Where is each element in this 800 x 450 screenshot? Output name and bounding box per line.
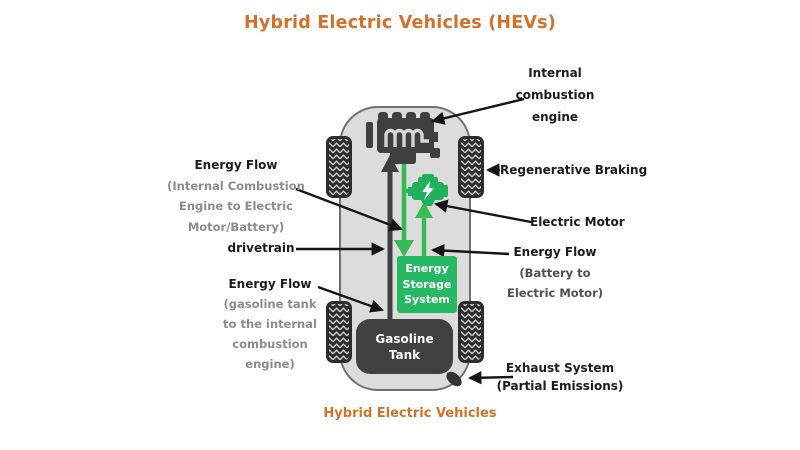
pointer-flow-battery bbox=[430, 243, 510, 258]
pointer-engine bbox=[431, 97, 525, 125]
ess-line: System bbox=[404, 293, 450, 307]
label-regenerative-braking: Regenerative Braking bbox=[500, 163, 648, 177]
tire-front-right-icon bbox=[458, 136, 484, 198]
label-energy-flow-gasoline: Energy Flow (gasoline tank to the intern… bbox=[223, 277, 317, 371]
tank-line: Gasoline bbox=[375, 331, 434, 346]
ess-line: Storage bbox=[402, 277, 452, 291]
label-exhaust-system: Exhaust System (Partial Emissions) bbox=[496, 361, 624, 393]
tire-rear-right-icon bbox=[458, 301, 484, 363]
label-electric-motor: Electric Motor bbox=[530, 215, 625, 229]
electric-motor-icon bbox=[408, 174, 448, 206]
label-internal-combustion-engine: Internal combustion engine bbox=[515, 66, 595, 124]
tire-front-left-icon bbox=[326, 136, 352, 198]
exhaust-pipe-icon bbox=[446, 371, 462, 387]
engine-icon bbox=[366, 112, 440, 164]
pointer-exhaust bbox=[467, 371, 514, 385]
lightning-bolt-icon bbox=[422, 181, 434, 200]
energy-storage-system-box: Energy Storage System bbox=[397, 256, 457, 313]
gasoline-tank-box: Gasoline Tank bbox=[356, 319, 453, 374]
pointer-electric-motor bbox=[434, 199, 532, 224]
page-title: Hybrid Electric Vehicles (HEVs) bbox=[244, 13, 556, 33]
pointer-arrows bbox=[295, 97, 532, 385]
label-energy-flow-battery: Energy Flow (Battery to Electric Motor) bbox=[506, 245, 603, 300]
label-drivetrain: drivetrain bbox=[227, 241, 295, 255]
tank-line: Tank bbox=[388, 347, 421, 362]
pointer-flow-gasoline bbox=[317, 285, 384, 313]
pointer-flow-ice bbox=[295, 187, 403, 232]
ess-line: Energy bbox=[405, 262, 449, 276]
bottom-caption: Hybrid Electric Vehicles bbox=[323, 406, 497, 421]
label-energy-flow-ice-to-motor: Energy Flow (Internal Combustion Engine … bbox=[167, 158, 305, 234]
flow-battery-to-motor-line bbox=[415, 202, 433, 258]
drivetrain-line bbox=[381, 155, 399, 322]
